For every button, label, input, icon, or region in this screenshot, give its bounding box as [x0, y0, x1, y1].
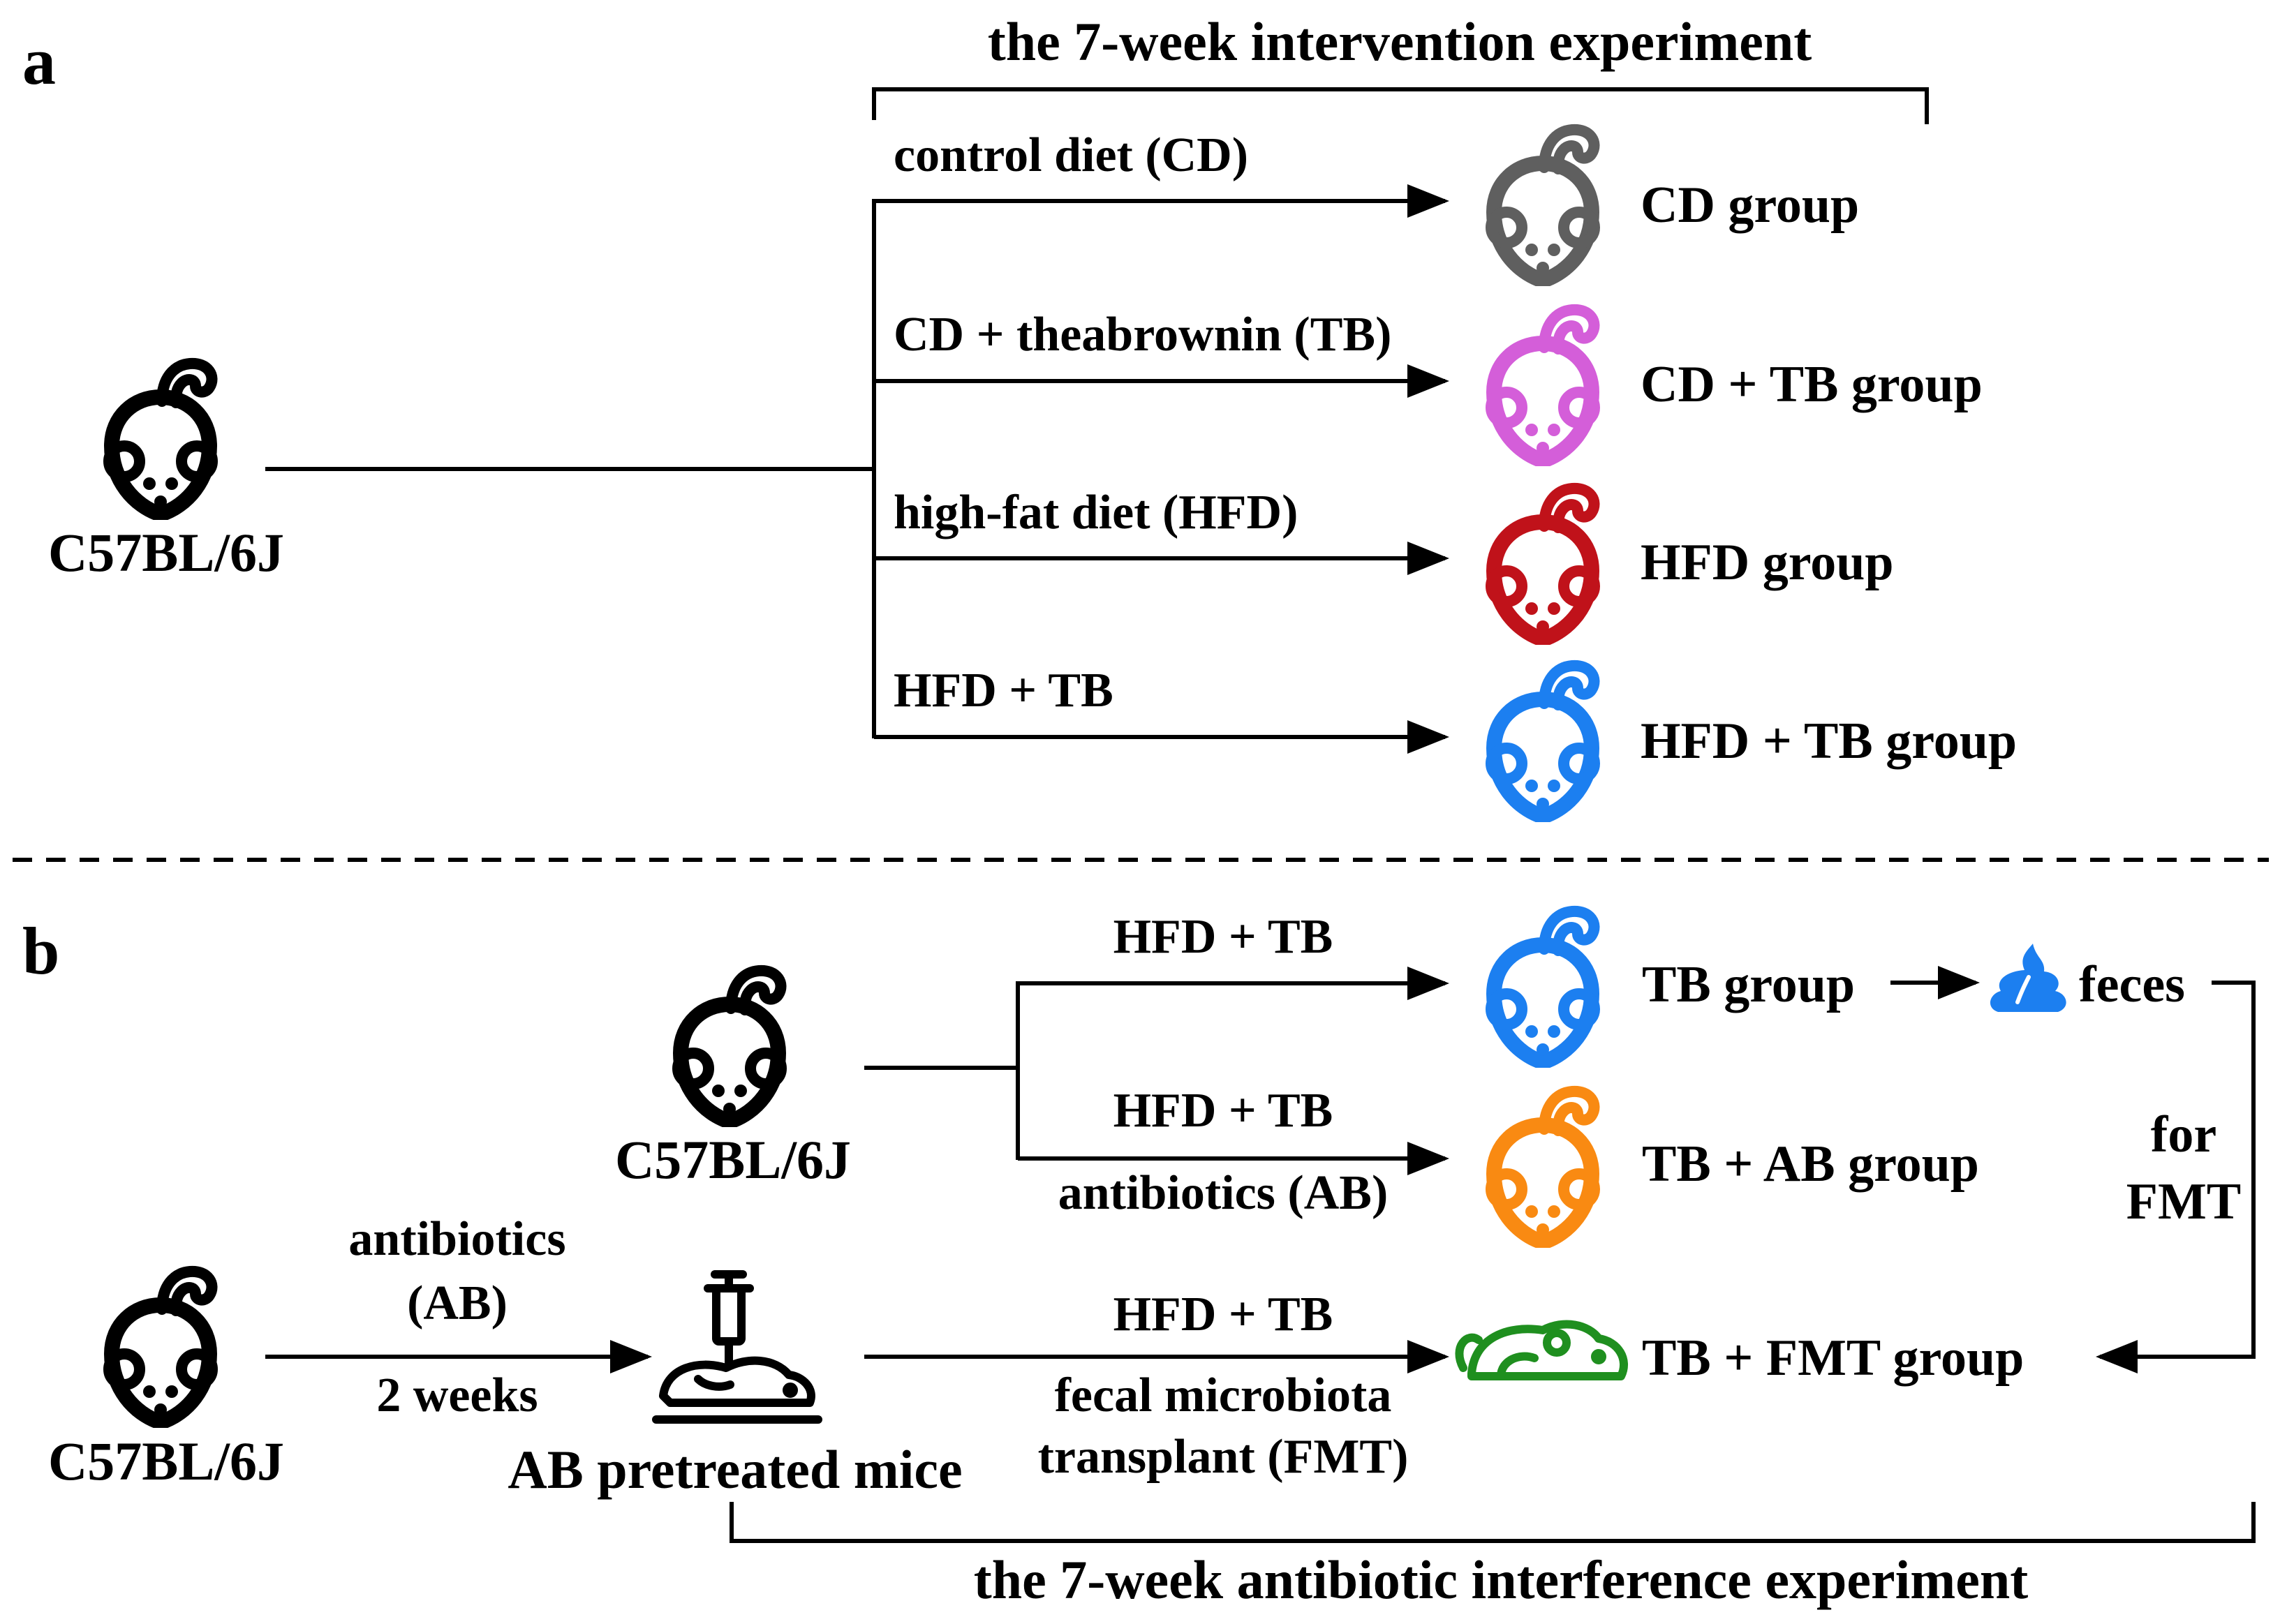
panel-b-bracket — [730, 1502, 2256, 1543]
fmt-return-arrow — [2096, 981, 2256, 1373]
arm-extra-label: transplant (FMT) — [1038, 1430, 1409, 1484]
mouse-icon — [1491, 130, 1594, 281]
arm-treatment-label: CD + theabrownin (TB) — [894, 308, 1391, 362]
arm-extra-label: fecal microbiota — [1055, 1369, 1392, 1422]
arm-group-label: TB + AB group — [1642, 1135, 1979, 1193]
arm-group-label: CD group — [1641, 177, 1859, 234]
arm-group-label: CD + TB group — [1641, 356, 1983, 413]
pretreat-label-line1: antibiotics — [348, 1212, 565, 1266]
mouse-icon — [1491, 911, 1594, 1062]
mouse-icon — [1491, 310, 1594, 461]
arm-treatment-label: HFD + TB — [1113, 910, 1333, 964]
mouse-icon — [678, 971, 781, 1122]
mouse-icon — [109, 364, 212, 514]
arm-group-label: HFD group — [1641, 534, 1894, 591]
arm-treatment-label: HFD + TB — [1113, 1288, 1333, 1341]
mouse-side-icon — [1455, 1320, 1628, 1380]
panel-a-source-label: C57BL/6J — [48, 522, 284, 583]
arm-treatment-label: HFD + TB — [894, 664, 1113, 717]
pretreated-label: AB pretreated mice — [508, 1439, 962, 1500]
panel-a-title: the 7-week intervention experiment — [988, 11, 1812, 72]
panel-a-bracket — [872, 87, 1929, 124]
pretreat-duration: 2 weeks — [376, 1369, 538, 1422]
panel-b-source-label-top: C57BL/6J — [615, 1129, 851, 1190]
feces-label: feces — [2079, 956, 2185, 1013]
arm-group-label: TB group — [1642, 956, 1855, 1013]
syringe-icon — [704, 1270, 754, 1369]
panel-b-letter: b — [22, 914, 59, 988]
panel-a-letter: a — [22, 24, 56, 98]
mouse-icon — [109, 1272, 212, 1422]
feces-icon — [1990, 944, 2066, 1012]
panel-a: a the 7-week intervention experiment C57… — [22, 11, 2017, 817]
arm-group-label: HFD + TB group — [1641, 713, 2017, 770]
mouse-icon — [1491, 1092, 1594, 1242]
arm-treatment-label: high-fat diet (HFD) — [894, 486, 1298, 539]
fmt-label-line2: FMT — [2126, 1173, 2241, 1230]
mouse-side-icon — [652, 1356, 822, 1424]
pretreat-label-line2: (AB) — [407, 1276, 508, 1330]
arm-extra-label: antibiotics (AB) — [1058, 1166, 1389, 1220]
mouse-icon — [1491, 666, 1594, 817]
mouse-icon — [1491, 489, 1594, 639]
arm-treatment-label: HFD + TB — [1113, 1084, 1333, 1138]
arm-group-label: TB + FMT group — [1642, 1329, 2024, 1387]
arm-treatment-label: control diet (CD) — [894, 128, 1248, 182]
panel-b-source-label-bottom: C57BL/6J — [48, 1431, 284, 1491]
panel-b: b C57BL/6J HFD + TB HFD + TB antibiotics… — [22, 910, 2256, 1610]
panel-b-title: the 7-week antibiotic interference exper… — [974, 1549, 2028, 1610]
fmt-label-line1: for — [2151, 1106, 2217, 1163]
